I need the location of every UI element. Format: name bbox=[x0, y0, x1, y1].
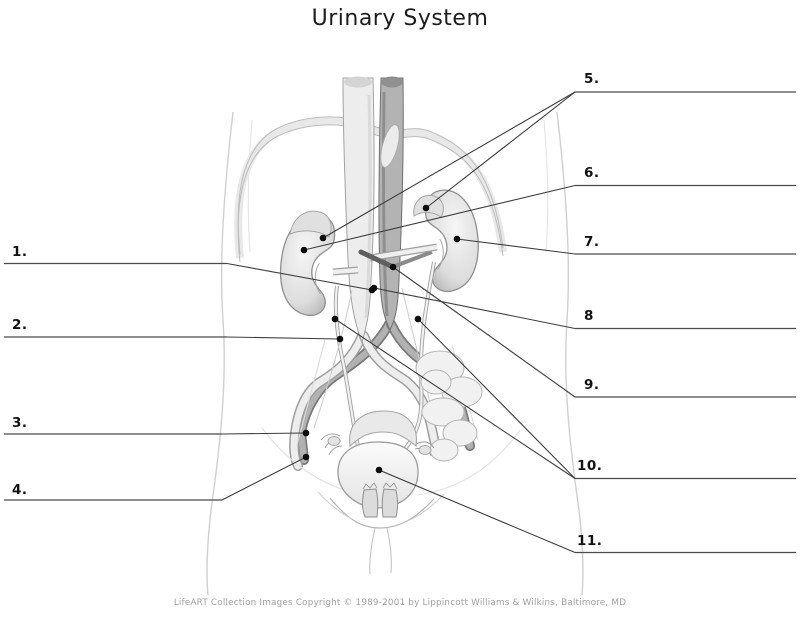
leader-line bbox=[322, 91, 576, 239]
label-6: 6. bbox=[584, 165, 600, 181]
label-5: 5. bbox=[584, 71, 600, 87]
label-9: 9. bbox=[584, 377, 600, 393]
bladder bbox=[337, 441, 419, 509]
label-8: 8 bbox=[584, 308, 594, 324]
renal-vessels bbox=[332, 243, 438, 276]
colon bbox=[415, 350, 483, 462]
label-3: 3. bbox=[12, 415, 28, 431]
label-4: 4. bbox=[12, 482, 28, 498]
target-dot bbox=[370, 284, 378, 292]
leader-line bbox=[373, 287, 576, 330]
target-dot bbox=[336, 335, 344, 343]
leader-line bbox=[378, 469, 576, 554]
target-dot bbox=[319, 234, 327, 242]
target-dot bbox=[302, 429, 310, 437]
target-dot bbox=[414, 315, 422, 323]
ovary-right bbox=[327, 436, 341, 446]
ovary-left bbox=[418, 445, 432, 455]
target-dot bbox=[422, 204, 430, 212]
page-title: Urinary System bbox=[311, 6, 489, 31]
sma-stub bbox=[358, 249, 396, 270]
leader-line bbox=[417, 318, 576, 479]
label-7: 7. bbox=[584, 234, 600, 250]
leader-line bbox=[221, 456, 307, 501]
target-dot bbox=[331, 315, 339, 323]
copyright-footer: LifeART Collection Images Copyright © 19… bbox=[173, 598, 627, 608]
leader-line bbox=[425, 91, 576, 209]
leader-line bbox=[226, 336, 341, 340]
target-dot bbox=[302, 453, 310, 461]
target-dot bbox=[375, 466, 383, 474]
leader-line bbox=[226, 262, 373, 291]
label-1: 1. bbox=[12, 244, 28, 260]
label-11: 11. bbox=[577, 533, 603, 549]
urethra-vagina bbox=[362, 482, 398, 518]
target-dot bbox=[389, 263, 397, 271]
label-10: 10. bbox=[577, 458, 603, 474]
leader-line bbox=[221, 432, 307, 435]
adrenal-right bbox=[289, 210, 332, 238]
leader-line bbox=[392, 266, 576, 398]
esophagus bbox=[380, 124, 400, 168]
target-dot bbox=[300, 246, 308, 254]
leader-line bbox=[303, 184, 576, 251]
uterus-adnexa bbox=[320, 410, 435, 457]
target-dot bbox=[453, 235, 461, 243]
torso-outline bbox=[206, 111, 584, 596]
leader-line bbox=[334, 318, 576, 479]
label-2: 2. bbox=[12, 317, 28, 333]
leader-line bbox=[456, 238, 576, 255]
perineum bbox=[317, 491, 445, 575]
annotation-layer bbox=[4, 91, 796, 554]
